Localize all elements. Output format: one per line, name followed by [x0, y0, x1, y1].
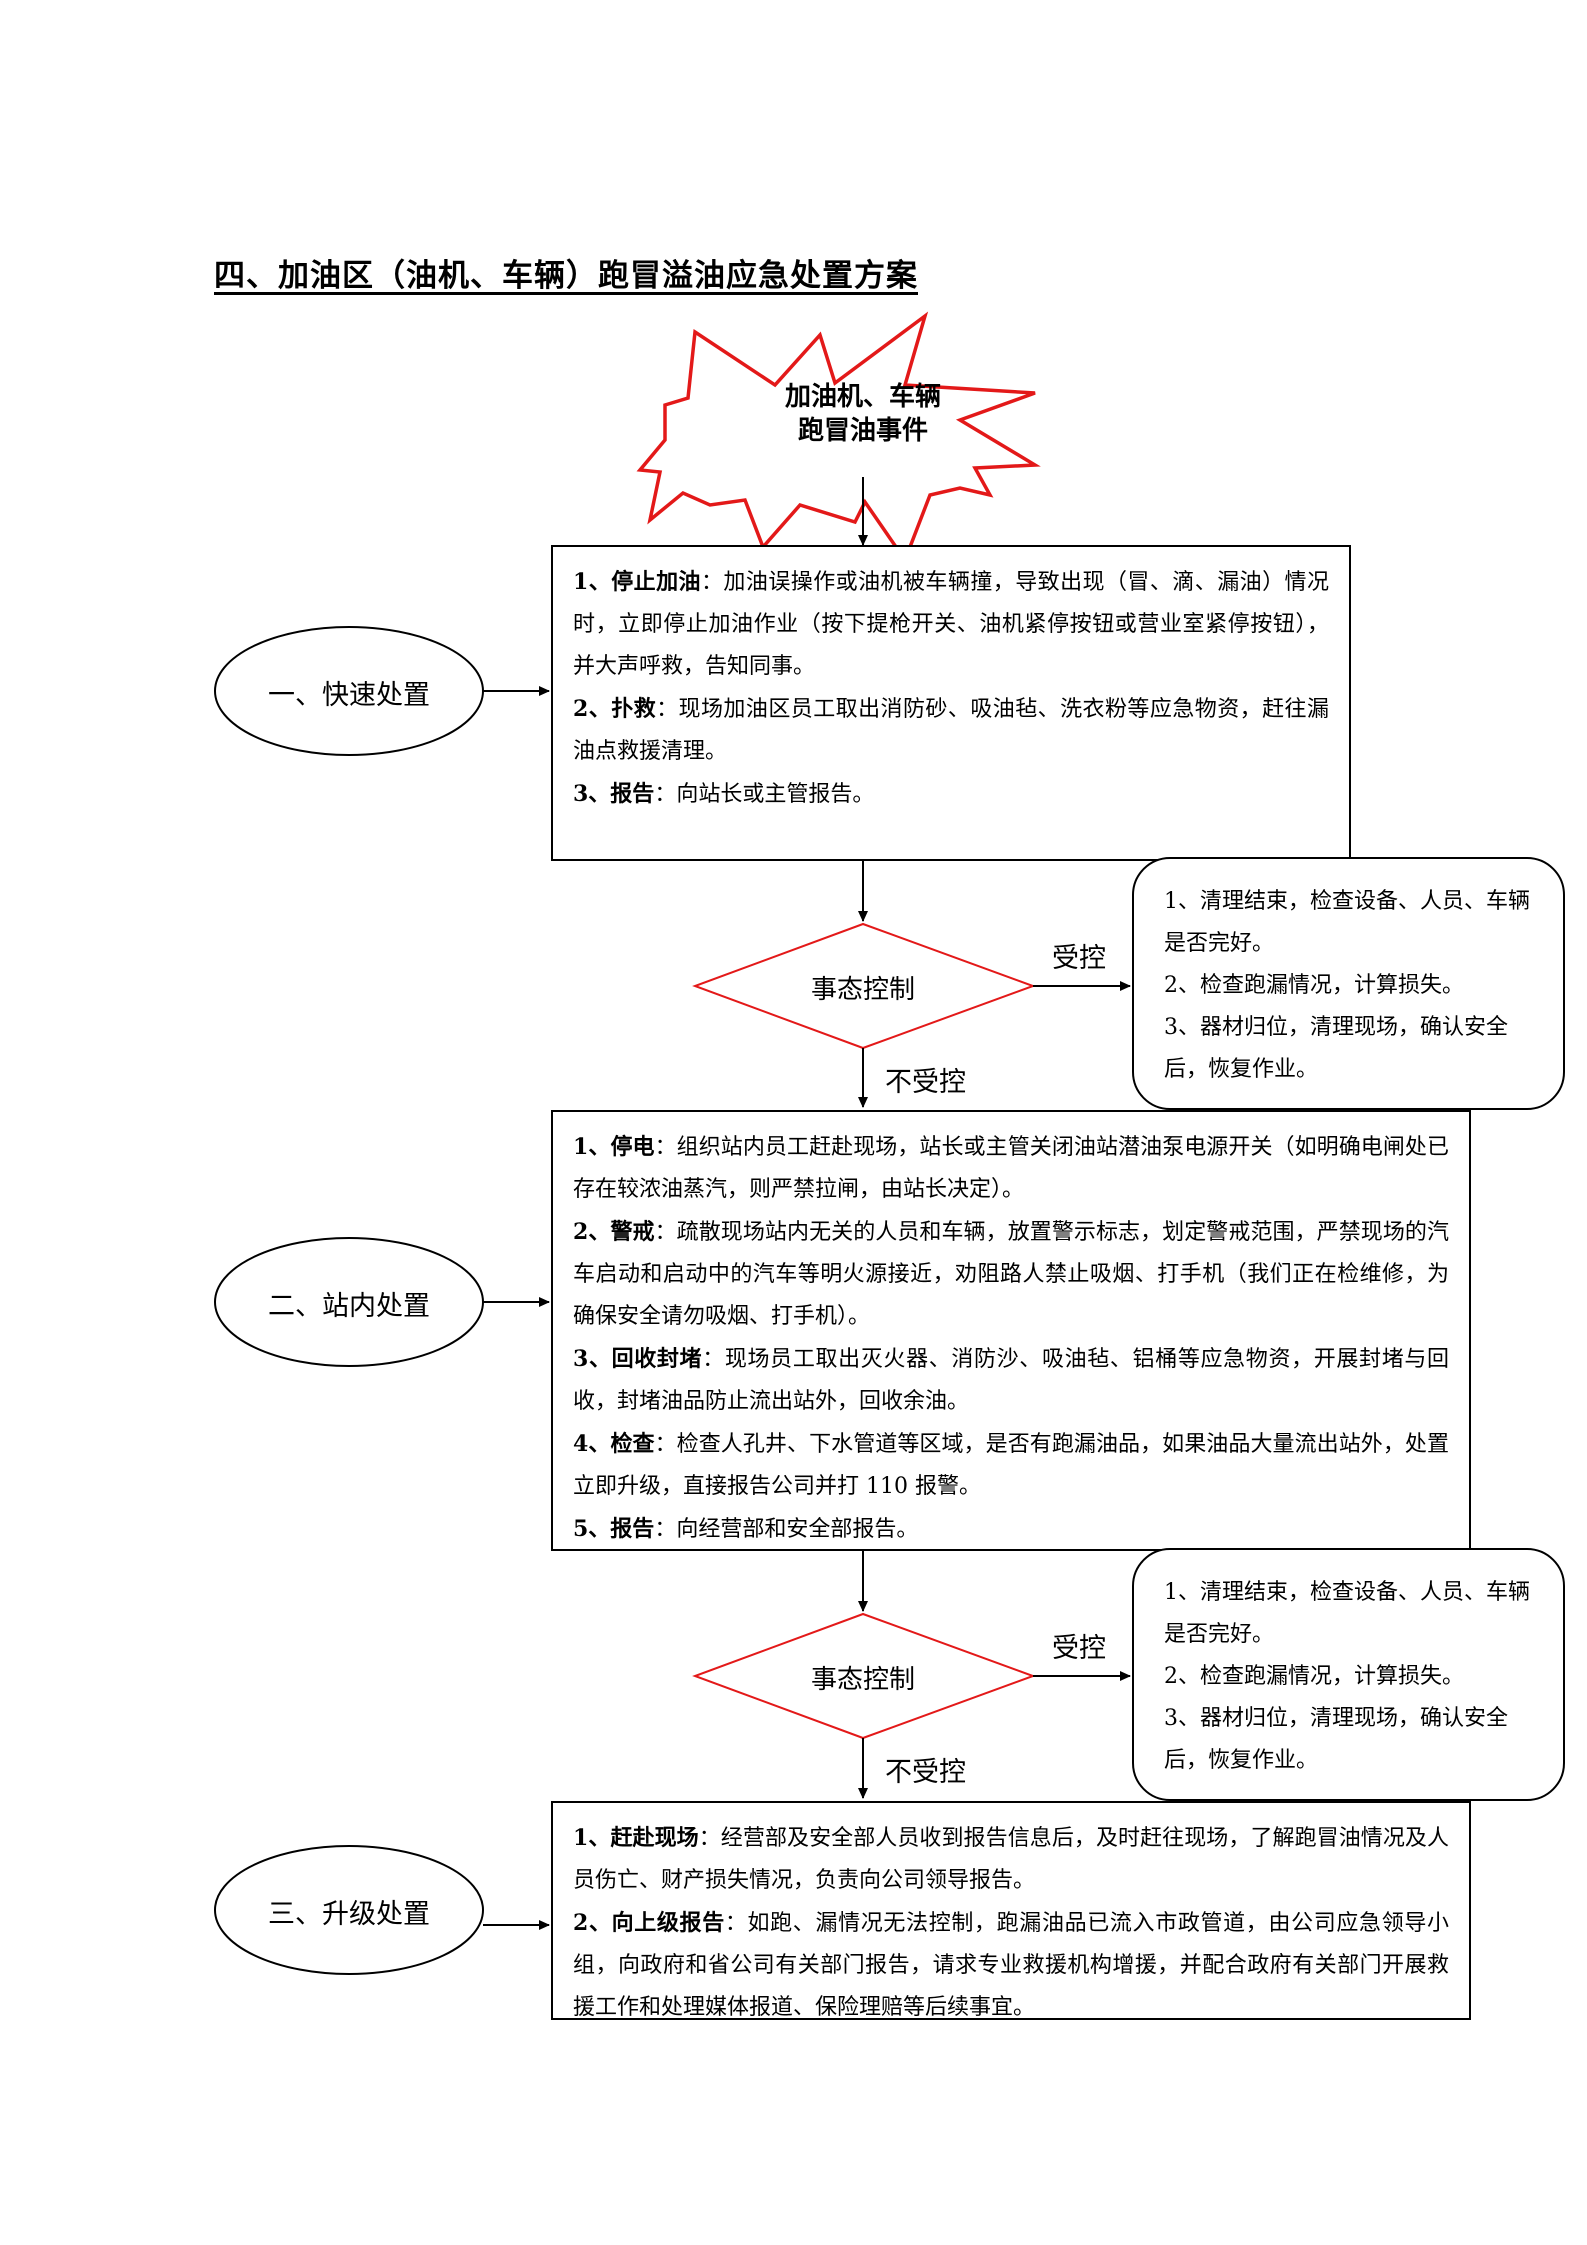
- quick-step-2-label: 2、扑救: [573, 696, 657, 722]
- quick-step-2-text: ：现场加油区员工取出消防砂、吸油毡、洗衣粉等应急物资，赶往漏油点救援清理。: [573, 697, 1329, 764]
- controlled-result-box-1: 1、清理结束，检查设备、人员、车辆是否完好。 2、检查跑漏情况，计算损失。 3、…: [1132, 857, 1565, 1110]
- controlled-1-line-1: 1、清理结束，检查设备、人员、车辆是否完好。: [1164, 889, 1530, 956]
- station-response-box: 1、停电：组织站内员工赶赴现场，站长或主管关闭油站潜油泵电源开关（如明确电闸处已…: [551, 1110, 1471, 1551]
- station-step-5: 5、报告：向经营部和安全部报告。: [573, 1508, 1449, 1551]
- quick-step-1-label: 1、停止加油: [573, 569, 701, 595]
- phase-label-station: 二、站内处置: [268, 1291, 430, 1322]
- phase-label-quick: 一、快速处置: [268, 680, 430, 711]
- station-step-3-text: ：现场员工取出灭火器、消防沙、吸油毡、铝桶等应急物资，开展封堵与回收，封堵油品防…: [573, 1347, 1449, 1414]
- station-step-5-label: 5、报告: [573, 1516, 655, 1542]
- decision-1-yes-label: 受控: [1052, 943, 1106, 974]
- controlled-1-line-3: 3、器材归位，清理现场，确认安全后，恢复作业。: [1164, 1015, 1508, 1082]
- page-title: 四、加油区（油机、车辆）跑冒溢油应急处置方案: [214, 258, 918, 294]
- controlled-2-line-1: 1、清理结束，检查设备、人员、车辆是否完好。: [1164, 1580, 1530, 1647]
- decision-2-no-label: 不受控: [885, 1757, 966, 1788]
- quick-response-box: 1、停止加油：加油误操作或油机被车辆撞，导致出现（冒、滴、漏油）情况时，立即停止…: [551, 545, 1351, 861]
- decision-1-label: 事态控制: [810, 975, 915, 1005]
- station-step-4-label: 4、检查: [573, 1431, 655, 1457]
- phase-label-escalate: 三、升级处置: [268, 1899, 430, 1930]
- quick-step-3: 3、报告：向站长或主管报告。: [573, 773, 1329, 816]
- station-step-5-text: ：向经营部和安全部报告。: [654, 1517, 919, 1542]
- station-step-3-label: 3、回收封堵: [573, 1346, 703, 1372]
- controlled-2-line-3: 3、器材归位，清理现场，确认安全后，恢复作业。: [1164, 1706, 1508, 1773]
- decision-2-label: 事态控制: [810, 1665, 915, 1695]
- decision-1-no-label: 不受控: [885, 1067, 966, 1098]
- event-label: 加油机、车辆 跑冒油事件: [743, 380, 983, 448]
- station-step-1-label: 1、停电: [573, 1134, 655, 1160]
- quick-step-1-text: ：加油误操作或油机被车辆撞，导致出现（冒、滴、漏油）情况时，立即停止加油作业（按…: [573, 570, 1329, 679]
- escalate-step-1-text: ：经营部及安全部人员收到报告信息后，及时赶往现场，了解跑冒油情况及人员伤亡、财产…: [573, 1826, 1449, 1893]
- escalate-step-2-label: 2、向上级报告: [573, 1910, 725, 1936]
- quick-step-3-text: ：向站长或主管报告。: [654, 782, 875, 807]
- station-step-3: 3、回收封堵：现场员工取出灭火器、消防沙、吸油毡、铝桶等应急物资，开展封堵与回收…: [573, 1338, 1449, 1423]
- quick-step-3-label: 3、报告: [573, 781, 655, 807]
- event-line-1: 加油机、车辆: [784, 382, 941, 412]
- station-step-4-text: ：检查人孔井、下水管道等区域，是否有跑漏油品，如果油品大量流出站外，处置立即升级…: [573, 1432, 1449, 1499]
- escalate-step-2-text: ：如跑、漏情况无法控制，跑漏油品已流入市政管道，由公司应急领导小组，向政府和省公…: [573, 1911, 1449, 2020]
- escalate-step-1: 1、赶赴现场：经营部及安全部人员收到报告信息后，及时赶往现场，了解跑冒油情况及人…: [573, 1817, 1449, 1902]
- decision-2-yes-label: 受控: [1052, 1633, 1106, 1664]
- station-step-1: 1、停电：组织站内员工赶赴现场，站长或主管关闭油站潜油泵电源开关（如明确电闸处已…: [573, 1126, 1449, 1211]
- escalate-step-2: 2、向上级报告：如跑、漏情况无法控制，跑漏油品已流入市政管道，由公司应急领导小组…: [573, 1902, 1449, 2029]
- station-step-1-text: ：组织站内员工赶赴现场，站长或主管关闭油站潜油泵电源开关（如明确电闸处已存在较浓…: [573, 1135, 1449, 1202]
- phase-ellipse-escalate: [214, 1845, 484, 1975]
- controlled-1-line-2: 2、检查跑漏情况，计算损失。: [1164, 973, 1464, 998]
- controlled-2-line-2: 2、检查跑漏情况，计算损失。: [1164, 1664, 1464, 1689]
- quick-step-1: 1、停止加油：加油误操作或油机被车辆撞，导致出现（冒、滴、漏油）情况时，立即停止…: [573, 561, 1329, 688]
- station-step-2-text: ：疏散现场站内无关的人员和车辆，放置警示标志，划定警戒范围，严禁现场的汽车启动和…: [573, 1220, 1449, 1329]
- event-starburst: [636, 311, 1041, 564]
- controlled-result-box-2: 1、清理结束，检查设备、人员、车辆是否完好。 2、检查跑漏情况，计算损失。 3、…: [1132, 1548, 1565, 1801]
- station-step-2-label: 2、警戒: [573, 1219, 655, 1245]
- station-step-2: 2、警戒：疏散现场站内无关的人员和车辆，放置警示标志，划定警戒范围，严禁现场的汽…: [573, 1211, 1449, 1338]
- escalate-response-box: 1、赶赴现场：经营部及安全部人员收到报告信息后，及时赶往现场，了解跑冒油情况及人…: [551, 1801, 1471, 2020]
- escalate-step-1-label: 1、赶赴现场: [573, 1825, 699, 1851]
- station-step-4: 4、检查：检查人孔井、下水管道等区域，是否有跑漏油品，如果油品大量流出站外，处置…: [573, 1423, 1449, 1508]
- quick-step-2: 2、扑救：现场加油区员工取出消防砂、吸油毡、洗衣粉等应急物资，赶往漏油点救援清理…: [573, 688, 1329, 773]
- event-line-2: 跑冒油事件: [797, 416, 928, 446]
